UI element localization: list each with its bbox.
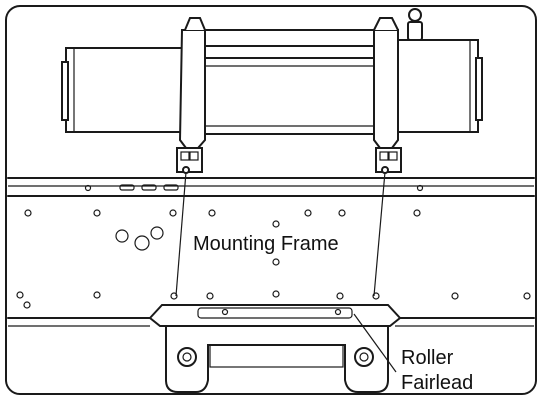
right-roller-bolt <box>354 347 374 367</box>
winch-motor <box>65 47 183 133</box>
mounting-frame-label: Mounting Frame <box>193 233 339 255</box>
label-backdrop <box>190 228 362 256</box>
diagram-border <box>5 5 537 395</box>
clutch-knob <box>407 21 423 41</box>
plate-holes <box>16 209 531 309</box>
roller-fairlead-label-line1: Roller <box>401 347 454 369</box>
winch-tie-bar <box>204 29 375 47</box>
winch-gearbox <box>397 39 479 133</box>
roller-fairlead-label-line2: Fairlead <box>401 372 473 394</box>
leader-lines <box>175 171 397 373</box>
left-roller-bolt <box>177 347 197 367</box>
mounting-plate <box>7 177 535 327</box>
roller-fairlead <box>148 304 402 393</box>
winch <box>61 8 483 174</box>
winch-drum <box>204 57 375 135</box>
